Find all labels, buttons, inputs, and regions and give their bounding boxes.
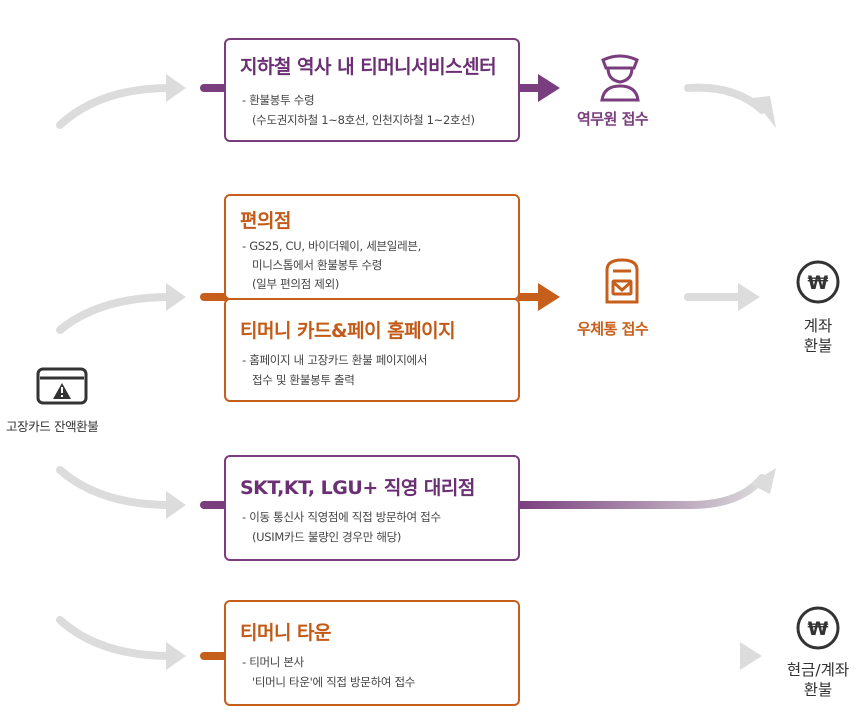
convenience-box-line-2: 미니스톱에서 환불봉투 수령: [252, 258, 383, 272]
gray-arrow-in-subway: [56, 74, 186, 129]
cash-refund-line-2: 환불: [803, 681, 833, 699]
gray-arrow-in-telecom: [56, 466, 186, 519]
convenience-store-box: 편의점 - GS25, CU, 바이더웨이, 세븐일레븐, 미니스톱에서 환불봉…: [224, 194, 520, 300]
gradient-arrow-telecom-to-refund: [514, 468, 776, 509]
convenience-box-line-1: - GS25, CU, 바이더웨이, 세븐일레븐,: [242, 239, 421, 253]
tmoney-town-box-line-1: - 티머니 본사: [242, 655, 304, 669]
homepage-box-title: 티머니 카드&페이 홈페이지: [240, 320, 456, 342]
gray-arrow-mailbox-to-refund: [684, 283, 760, 311]
convenience-box-title: 편의점: [240, 210, 291, 232]
station-staff-icon: [600, 54, 640, 102]
subway-box-line-2: (수도권지하철 1~8호선, 인천지하철 1~2호선): [252, 113, 475, 127]
homepage-box: 티머니 카드&페이 홈페이지 - 홈페이지 내 고장카드 환불 페이지에서 접수…: [224, 298, 520, 402]
homepage-box-line-1: - 홈페이지 내 고장카드 환불 페이지에서: [242, 353, 428, 367]
gradient-arrow-town-to-cash-refund: [518, 642, 762, 670]
broken-card-warning-icon: [36, 367, 88, 405]
mailbox-icon: [605, 258, 639, 304]
svg-text:₩: ₩: [808, 618, 829, 640]
svg-text:₩: ₩: [808, 272, 829, 294]
tmoney-town-box: 티머니 타운 - 티머니 본사 '티머니 타운'에 직접 방문하여 접수: [224, 600, 520, 706]
mailbox-label: 우체통 접수: [577, 320, 649, 338]
account-refund-line-2: 환불: [803, 337, 833, 355]
subway-service-center-box: 지하철 역사 내 티머니서비스센터 - 환불봉투 수령 (수도권지하철 1~8호…: [224, 38, 520, 142]
account-refund-label: 계좌 환불: [778, 316, 858, 356]
telecom-box-line-1: - 이동 통신사 직영점에 직접 방문하여 접수: [242, 510, 441, 524]
won-coin-icon: ₩: [796, 260, 840, 304]
gray-arrow-station-to-refund: [684, 83, 776, 128]
tmoney-town-box-line-2: '티머니 타운'에 직접 방문하여 접수: [252, 675, 416, 689]
station-staff-label: 역무원 접수: [577, 110, 649, 128]
subway-box-title: 지하철 역사 내 티머니서비스센터: [240, 56, 497, 78]
gray-arrow-in-tmoney-town: [56, 616, 186, 670]
orange-arrow-to-mailbox: [518, 283, 560, 311]
telecom-box-line-2: (USIM카드 불량인 경우만 해당): [252, 530, 402, 544]
cash-refund-line-1: 현금/계좌: [786, 661, 850, 679]
cash-account-refund-label: 현금/계좌 환불: [768, 660, 867, 700]
convenience-box-line-3: (일부 편의점 제외): [252, 277, 340, 291]
won-coin-icon-2: ₩: [796, 606, 840, 650]
source-label: 고장카드 잔액환불: [6, 419, 99, 434]
gray-arrow-in-convenience: [56, 283, 186, 334]
subway-box-line-1: - 환불봉투 수령: [242, 93, 315, 107]
homepage-box-line-2: 접수 및 환불봉투 출력: [252, 373, 355, 387]
account-refund-line-1: 계좌: [803, 317, 833, 335]
tmoney-town-box-title: 티머니 타운: [240, 622, 332, 644]
telecom-store-box: SKT,KT, LGU+ 직영 대리점 - 이동 통신사 직영점에 직접 방문하…: [224, 455, 520, 561]
purple-arrow-to-station-staff: [518, 74, 560, 102]
telecom-box-title: SKT,KT, LGU+ 직영 대리점: [240, 477, 475, 499]
